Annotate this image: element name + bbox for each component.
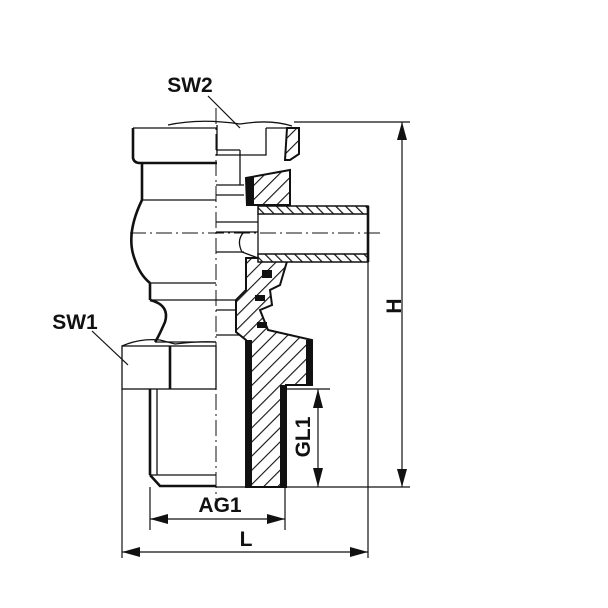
label-gl1: GL1 xyxy=(292,416,315,457)
dimension-l: L xyxy=(121,262,369,558)
dimension-h: H xyxy=(216,121,410,488)
label-h: H xyxy=(383,298,406,313)
tube-section xyxy=(257,205,370,263)
label-ag1: AG1 xyxy=(198,494,242,517)
leader-sw1: SW1 xyxy=(52,311,129,366)
dimension-gl1: GL1 xyxy=(286,388,330,487)
label-sw2: SW2 xyxy=(167,74,213,97)
centerlines xyxy=(130,108,380,500)
leader-sw2: SW2 xyxy=(167,74,241,129)
dimension-ag1: AG1 xyxy=(149,487,286,530)
section-hatched xyxy=(235,127,313,488)
inner-parts xyxy=(216,149,259,336)
label-l: L xyxy=(240,528,253,551)
label-sw1: SW1 xyxy=(52,311,98,334)
fitting-body-exterior xyxy=(121,120,294,488)
